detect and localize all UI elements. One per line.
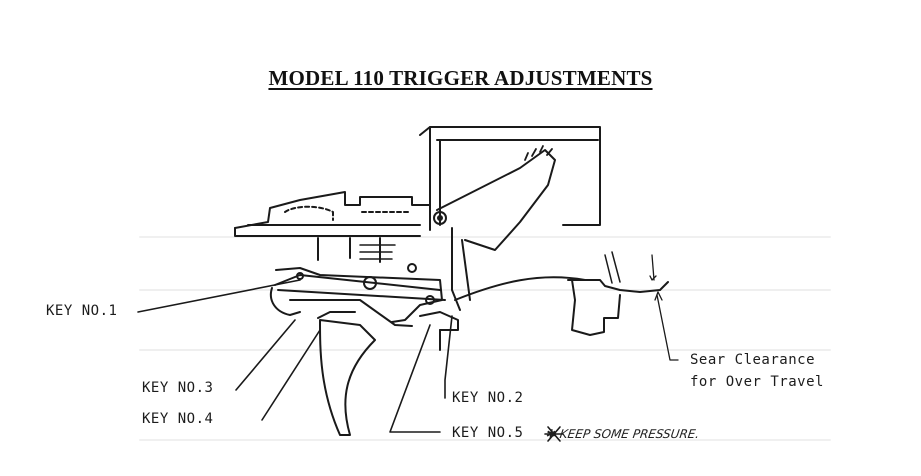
asterisk-mark — [544, 426, 564, 442]
label-key-no-1: KEY NO.1 — [46, 303, 118, 319]
handwritten-mark — [544, 426, 564, 442]
label-sear-clearance: Sear Clearance — [690, 352, 816, 368]
background-scan-lines — [139, 236, 831, 441]
label-key-no-5: KEY NO.5 — [452, 425, 524, 441]
trigger-body — [270, 263, 459, 351]
label-key-no-4: KEY NO.4 — [142, 411, 214, 427]
label-key-no-2: KEY NO.2 — [452, 390, 524, 406]
diagram-title: MODEL 110 TRIGGER ADJUSTMENTS — [268, 66, 653, 90]
leader-lines — [137, 279, 453, 433]
sear — [433, 145, 556, 311]
sear-clearance-detail — [567, 251, 679, 361]
receiver-housing — [419, 126, 601, 226]
trigger-housing-plate — [234, 191, 431, 263]
label-for-over-travel: for Over Travel — [690, 374, 824, 390]
handwritten-note: ✱ KEEP SOME PRESSURE. — [545, 427, 701, 441]
trigger-blade — [319, 319, 376, 436]
linkage-line — [454, 276, 586, 301]
label-key-no-3: KEY NO.3 — [142, 380, 214, 396]
